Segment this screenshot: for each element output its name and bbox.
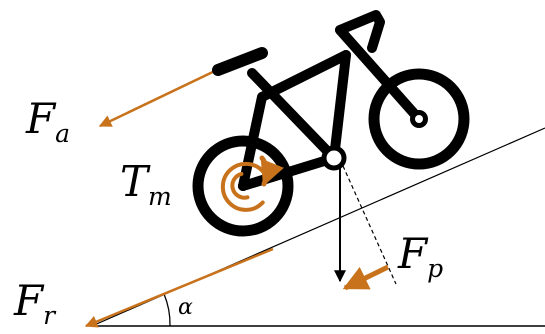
angle-label: α [178, 295, 193, 320]
torque-label: Tm [120, 157, 172, 211]
bicycle-icon [192, 10, 470, 237]
slope-angle-arc [163, 293, 171, 327]
slope-force-arrow [342, 264, 390, 291]
slope-force-label: Fp [397, 229, 443, 283]
bike-frame [238, 10, 424, 191]
crank [321, 145, 347, 171]
rear-hub [238, 181, 248, 191]
rolling-force-arrow [84, 247, 274, 328]
projection-dashed-line [342, 165, 397, 285]
rolling-force-label: Fr [13, 276, 57, 330]
torque-symbol [220, 155, 284, 212]
saddle [212, 47, 268, 76]
aero-force-label: Fa [25, 94, 70, 148]
rear-wheel [192, 135, 294, 237]
front-wheel [368, 68, 470, 170]
